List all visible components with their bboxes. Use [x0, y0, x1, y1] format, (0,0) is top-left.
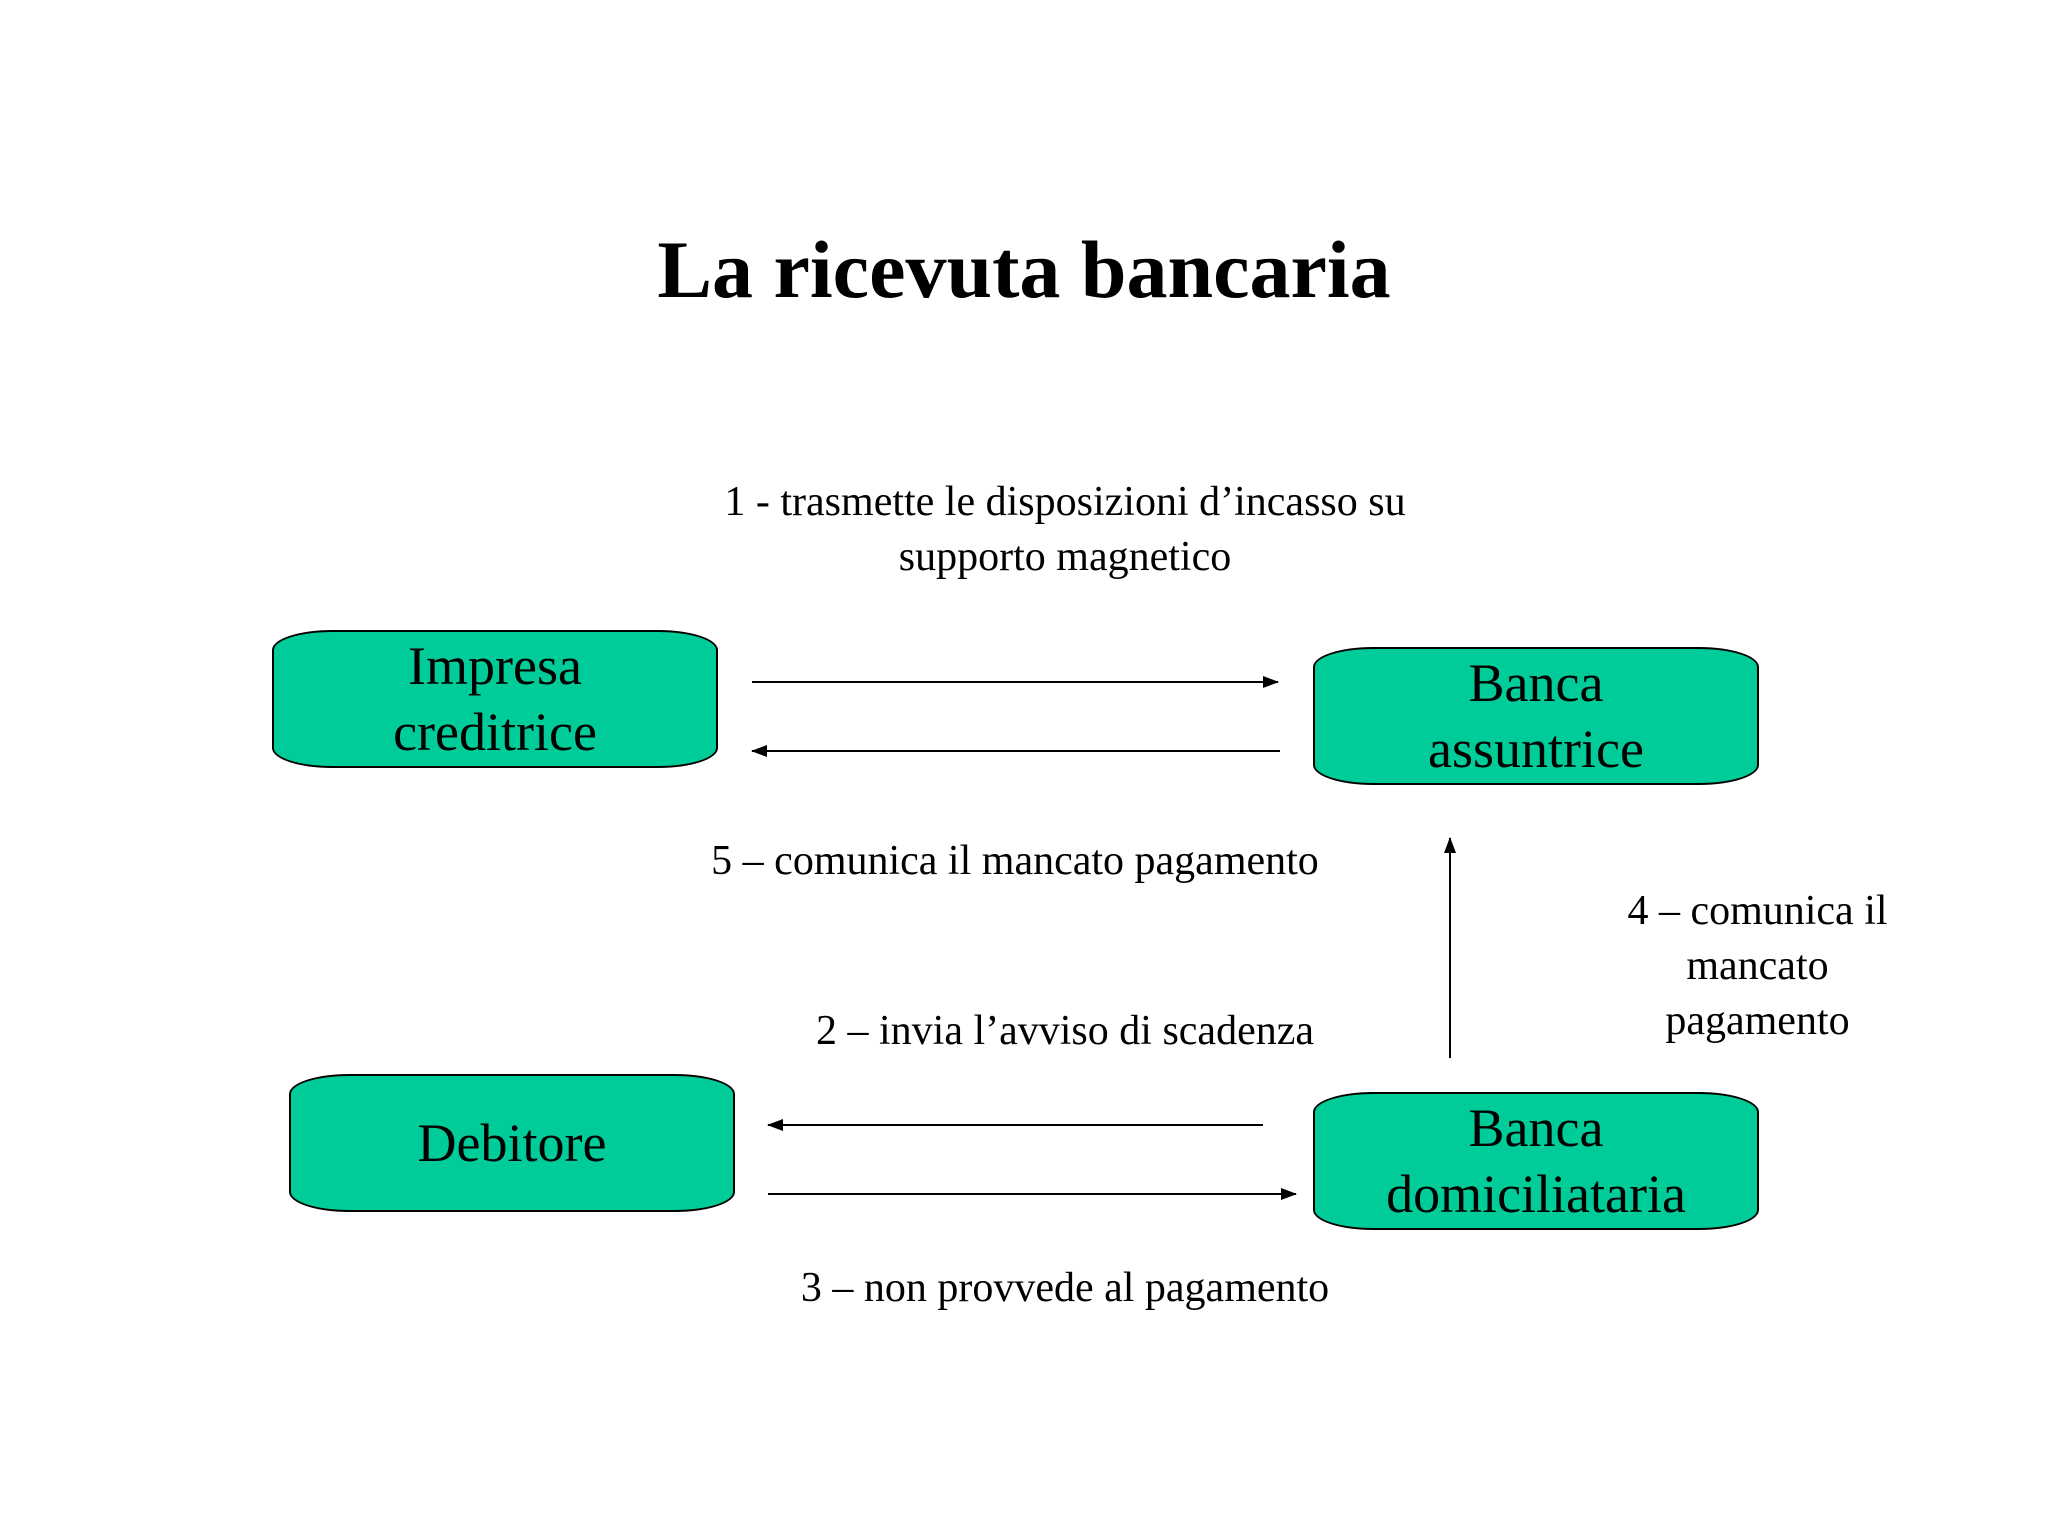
- label-step-1: 1 - trasmette le disposizioni d’incasso …: [724, 479, 1406, 580]
- diagram-title: La ricevuta bancaria: [657, 224, 1391, 315]
- node-impresa-creditrice: Impresa creditrice: [272, 630, 718, 768]
- node-banca-assuntrice: Banca assuntrice: [1313, 647, 1759, 785]
- label-step-5: 5 – comunica il mancato pagamento: [711, 838, 1319, 884]
- node-banca-domiciliataria: Banca domiciliataria: [1313, 1092, 1759, 1230]
- label-step-3: 3 – non provvede al pagamento: [800, 1265, 1330, 1311]
- label-step-4: 4 – comunica il mancato pagamento: [1627, 888, 1888, 1044]
- node-debitore: Debitore: [289, 1074, 735, 1212]
- label-step-2: 2 – invia l’avviso di scadenza: [815, 1008, 1314, 1054]
